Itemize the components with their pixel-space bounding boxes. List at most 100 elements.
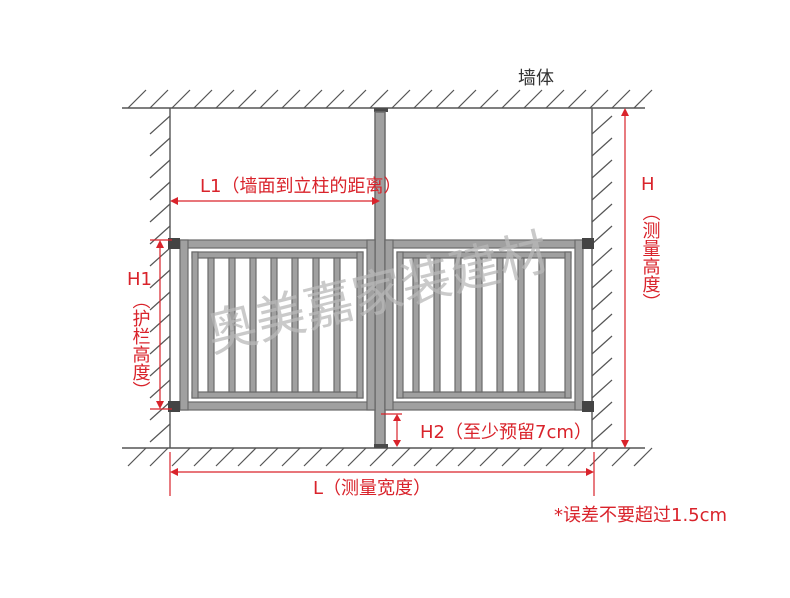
hatch-stroke <box>591 291 613 311</box>
h1-label-rest: （护栏高度） <box>130 291 151 399</box>
left-panel-inner-left-bar <box>191 251 199 399</box>
l-arrow-right <box>586 468 594 476</box>
hatch-stroke <box>611 447 631 467</box>
hatch-stroke <box>591 423 613 443</box>
left-panel-inner-top-bar <box>191 251 364 259</box>
right-panel-inner-bottom-bar <box>396 391 572 399</box>
h-arrow-top <box>621 108 629 116</box>
hatch-stroke <box>193 447 213 467</box>
baluster <box>412 257 420 393</box>
hatch-stroke <box>501 89 521 109</box>
baluster <box>207 257 215 393</box>
hatch-stroke <box>347 447 367 467</box>
hatch-stroke <box>281 447 301 467</box>
baluster <box>291 257 299 393</box>
l1-arrow-left <box>170 197 178 205</box>
hatch-stroke <box>633 89 653 109</box>
baluster <box>228 257 236 393</box>
left-panel-inner-bottom-bar <box>191 391 364 399</box>
right-panel-inner-right-bar <box>564 251 572 399</box>
hatch-stroke <box>435 447 455 467</box>
dimension-arrows <box>156 108 629 476</box>
l1-arrow-right <box>372 197 380 205</box>
hatch-stroke <box>413 447 433 467</box>
hatch-stroke <box>303 89 323 109</box>
hatch-stroke <box>523 89 543 109</box>
hatch-stroke <box>589 447 609 467</box>
hatch-stroke <box>149 225 171 245</box>
post-bottom-cap <box>374 444 388 448</box>
hatch-stroke <box>171 447 191 467</box>
left-panel-inner-right-bar <box>356 251 364 399</box>
left-panel-outer-right-bar <box>366 239 376 411</box>
hatch-stroke <box>567 447 587 467</box>
h2-arrow-top <box>393 414 401 421</box>
hatch-stroke <box>591 181 613 201</box>
hatch-stroke <box>347 89 367 109</box>
right-panel-inner-left-bar <box>396 251 404 399</box>
hatch-stroke <box>215 89 235 109</box>
hatch-stroke <box>591 313 613 333</box>
baluster <box>538 257 546 393</box>
hatch-stroke <box>591 247 613 267</box>
hatch-stroke <box>149 137 171 157</box>
hatch-stroke <box>591 137 613 157</box>
hatch-stroke <box>193 89 213 109</box>
hatch-stroke <box>281 89 301 109</box>
hatch-stroke <box>259 447 279 467</box>
anchor-left-bottom <box>168 401 180 412</box>
anchor-right-top <box>582 238 594 249</box>
h1-label-letter: H1 <box>127 269 152 290</box>
hatch-stroke <box>149 89 169 109</box>
left-panel-outer-bottom-bar <box>179 401 376 411</box>
hatch-stroke <box>149 401 171 421</box>
post-top-cap <box>374 108 388 112</box>
hatch-stroke <box>457 447 477 467</box>
hatch-stroke <box>303 447 323 467</box>
hatch-stroke <box>435 89 455 109</box>
right-panel-outer-right-bar <box>574 239 584 411</box>
dimension-lines <box>150 110 626 496</box>
l1-label: L1（墙面到立柱的距离） <box>200 176 401 197</box>
hatch-stroke <box>591 357 613 377</box>
wall-group <box>122 89 653 467</box>
hatch-stroke <box>391 89 411 109</box>
hatch-stroke <box>149 447 169 467</box>
hatch-stroke <box>591 159 613 179</box>
h1-arrow-bottom <box>156 401 164 409</box>
baluster <box>433 257 441 393</box>
ceiling-hatch <box>127 89 653 109</box>
h2-arrow-bottom <box>393 440 401 447</box>
h-label-letter: H <box>641 174 655 195</box>
anchor-left-top <box>168 238 180 249</box>
hatch-stroke <box>545 89 565 109</box>
baluster <box>270 257 278 393</box>
hatch-stroke <box>591 203 613 223</box>
hatch-stroke <box>591 401 613 421</box>
l-label: L（测量宽度） <box>313 478 431 499</box>
baluster <box>517 257 525 393</box>
right-panel-outer-left-bar <box>384 239 394 411</box>
hatch-stroke <box>171 89 191 109</box>
left-panel-outer-left-bar <box>179 239 189 411</box>
hatch-stroke <box>611 89 631 109</box>
note-label: *误差不要超过1.5cm <box>554 505 727 526</box>
baluster <box>249 257 257 393</box>
h1-arrow-top <box>156 240 164 248</box>
h2-label: H2（至少预留7cm） <box>420 422 592 443</box>
hatch-stroke <box>545 447 565 467</box>
hatch-stroke <box>237 447 257 467</box>
baluster <box>312 257 320 393</box>
hatch-stroke <box>633 447 653 467</box>
baluster <box>496 257 504 393</box>
h-label-rest: （测量高度） <box>640 203 661 311</box>
hatch-stroke <box>325 89 345 109</box>
h-arrow-bottom <box>621 440 629 448</box>
hatch-stroke <box>259 89 279 109</box>
hatch-stroke <box>457 89 477 109</box>
hatch-stroke <box>591 335 613 355</box>
hatch-stroke <box>591 379 613 399</box>
hatch-stroke <box>127 447 147 467</box>
hatch-stroke <box>501 447 521 467</box>
